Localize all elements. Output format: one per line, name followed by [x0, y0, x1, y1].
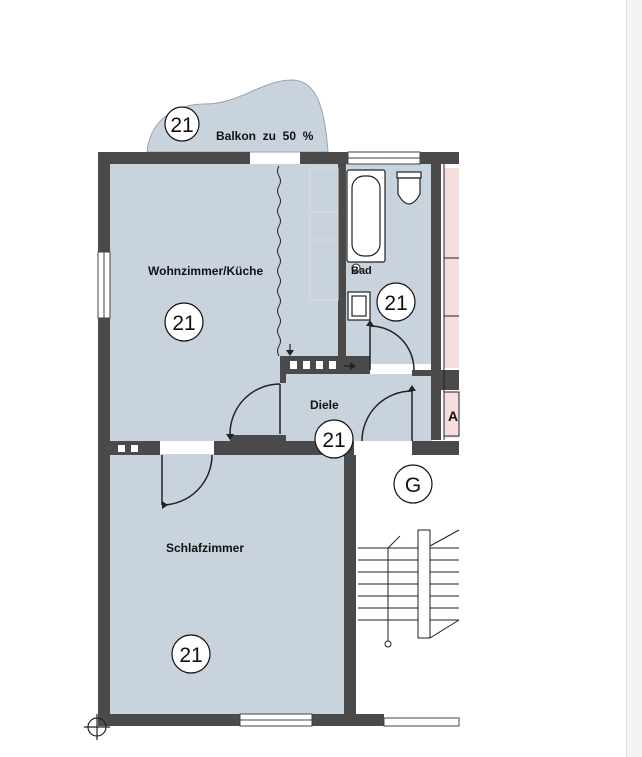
wall-bath-right [431, 164, 441, 440]
window-bottom-right [383, 717, 460, 727]
wall-shaft [280, 356, 370, 374]
room-number-badge-bedroom: 21 [171, 634, 211, 674]
room-number-badge-hall: 21 [314, 419, 354, 459]
bedroom-floor [110, 454, 344, 714]
room-number-badge-balcony: 21 [164, 106, 200, 142]
room-divider-line [277, 165, 281, 357]
hall-floor [280, 374, 432, 441]
bedroom-label: Schlafzimmer [166, 541, 244, 555]
wall-top-middle [300, 152, 348, 164]
bathtub [346, 169, 386, 263]
shower-drain [351, 263, 361, 273]
wall-top-left [98, 152, 250, 164]
wall-hall-right-2 [441, 370, 459, 390]
wall-hall-right [412, 370, 431, 376]
hall-label: Diele [310, 398, 339, 412]
shaft-vents [118, 361, 336, 452]
room-number-badge-living: 21 [164, 302, 204, 342]
neighbor-area [444, 168, 459, 368]
wall-mid-door-stub [230, 435, 286, 441]
stairwell-badge: G [393, 464, 433, 504]
wall-bedroom-right [344, 455, 356, 725]
neighbor-outline [443, 164, 460, 440]
wall-left [98, 152, 110, 726]
svg-text:21: 21 [322, 429, 345, 452]
bath-label: Bad [351, 265, 372, 277]
toilet [396, 171, 422, 205]
wall-bath-left [338, 164, 346, 364]
washbasin [347, 291, 371, 321]
neighbor-area-lower [444, 392, 459, 438]
living-room-label: Wohnzimmer/Küche [148, 264, 263, 278]
staircase [358, 529, 460, 644]
neighbor-label: A [448, 408, 458, 424]
door-swings [161, 325, 415, 506]
svg-text:21: 21 [384, 292, 407, 315]
svg-text:21: 21 [179, 644, 202, 667]
kitchen-counter [309, 167, 339, 301]
room-number-badge-bath: 21 [376, 282, 416, 322]
balcony-label: Balkon zu 50 % [216, 129, 314, 143]
corner-marker-icon [84, 714, 110, 740]
wall-top-right [420, 152, 459, 164]
wall-bottom [98, 714, 240, 726]
wall-entry-right [412, 441, 459, 455]
scrollbar[interactable] [626, 0, 642, 757]
wall-shaft-side [280, 356, 286, 383]
svg-text:G: G [405, 474, 421, 497]
svg-text:21: 21 [172, 312, 195, 335]
svg-text:21: 21 [170, 114, 193, 137]
